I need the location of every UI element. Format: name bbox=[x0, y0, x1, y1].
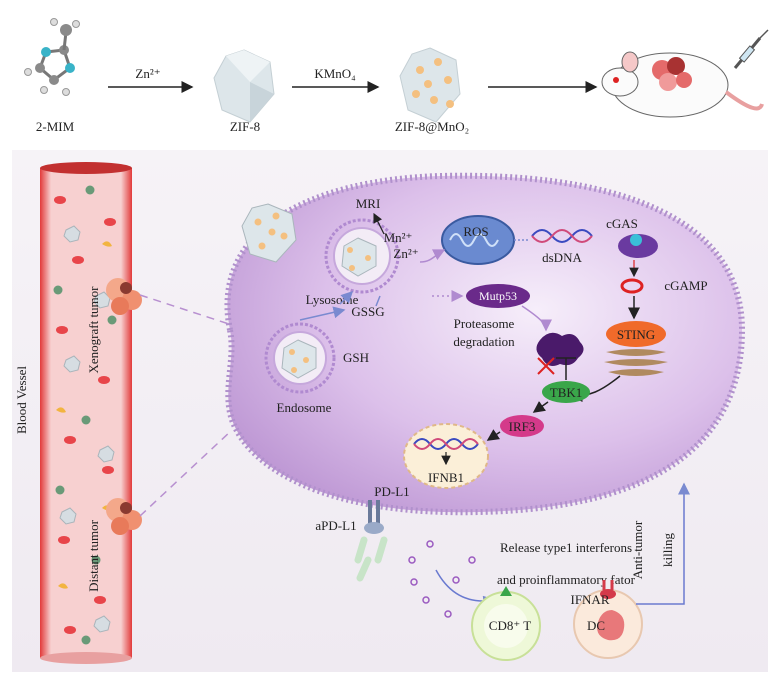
endosome bbox=[264, 322, 336, 394]
zif-8-crystal bbox=[213, 49, 275, 123]
label-proteasome: Proteasome bbox=[454, 316, 515, 331]
zoom-line-top bbox=[139, 294, 233, 326]
tbk1-protein bbox=[542, 381, 590, 403]
apd-l1-antibody bbox=[354, 536, 388, 582]
arrow-gssg-lysosome bbox=[375, 295, 381, 307]
distant-tumor-cluster bbox=[106, 498, 142, 535]
2-mim-molecule bbox=[24, 18, 80, 96]
cgamp-molecule bbox=[620, 278, 644, 294]
mouse-illustration bbox=[601, 29, 769, 118]
zif-8-mno2-entering bbox=[241, 203, 297, 263]
mutp53-protein bbox=[466, 284, 530, 308]
reagent-zn: Zn²⁺ bbox=[135, 66, 160, 81]
label-mutp53: Mutp53 bbox=[479, 289, 517, 303]
arrow-to-lysosome bbox=[339, 290, 354, 305]
label-endosome: Endosome bbox=[277, 400, 332, 415]
synthesis-row: 2-MIM Zn²⁺ ZIF-8 KMnO₄ ZIF-8@MnO₂ bbox=[24, 18, 769, 134]
label-mn2: Mn²⁺ bbox=[384, 230, 413, 245]
label-sting: STING bbox=[617, 327, 655, 342]
cgas-protein bbox=[618, 234, 658, 258]
xenograft-tumor-cluster bbox=[106, 278, 142, 315]
dsdna-helix bbox=[531, 229, 593, 243]
arrow-mutp53-proteasome bbox=[521, 305, 552, 332]
label-dsdna: dsDNA bbox=[542, 250, 582, 265]
label-zif-8: ZIF-8 bbox=[230, 119, 260, 134]
label-killing: killing bbox=[660, 533, 675, 567]
label-ros: ROS bbox=[463, 224, 488, 239]
sting-complex bbox=[604, 321, 668, 376]
label-gsh: GSH bbox=[343, 350, 369, 365]
label-blood-vessel: Blood Vessel bbox=[14, 366, 29, 434]
arrow-endosome-gssg bbox=[299, 306, 346, 321]
label-degradation: degradation bbox=[453, 334, 515, 349]
zif-8-mno2-crystal bbox=[399, 47, 461, 123]
label-tbk1: TBK1 bbox=[550, 385, 583, 400]
label-dc: DC bbox=[587, 618, 605, 633]
irf3-protein bbox=[500, 415, 544, 437]
arrow-irf3-nucleus bbox=[486, 429, 501, 441]
label-ifnar: IFNAR bbox=[570, 592, 609, 607]
zoom-line-bottom bbox=[139, 429, 233, 517]
label-xenograft-tumor: Xenograft tumor bbox=[86, 286, 101, 374]
label-cd8-t: CD8⁺ T bbox=[489, 618, 531, 633]
lysosome bbox=[324, 218, 400, 294]
label-ifnb1: IFNB1 bbox=[428, 470, 464, 485]
label-cgamp: cGAMP bbox=[664, 278, 707, 293]
pd-l1-receptor bbox=[364, 500, 384, 534]
label-pd-l1: PD-L1 bbox=[374, 484, 409, 499]
label-mri: MRI bbox=[356, 196, 381, 211]
blood-vessel: Xenograft tumor Distant tumor bbox=[40, 162, 142, 664]
label-release-1: Release type1 interferons bbox=[500, 540, 632, 555]
dc-cell bbox=[573, 580, 643, 659]
arrow-tbk1-irf3 bbox=[532, 401, 549, 413]
reagent-kmno4: KMnO₄ bbox=[314, 66, 356, 81]
arrow-anti-tumor bbox=[636, 482, 690, 605]
label-apd-l1: aPD-L1 bbox=[315, 518, 356, 533]
label-anti-tumor: Anti-tumor bbox=[630, 520, 645, 579]
nucleus bbox=[403, 423, 489, 489]
label-cgas: cGAS bbox=[606, 216, 638, 231]
label-release-2: and proinflammatory fator bbox=[497, 572, 636, 587]
label-irf3: IRF3 bbox=[509, 419, 536, 434]
label-distant-tumor: Distant tumor bbox=[86, 519, 101, 592]
cd8-t-cell bbox=[471, 586, 541, 661]
label-gssg: GSSG bbox=[351, 304, 384, 319]
label-2-mim: 2-MIM bbox=[36, 119, 75, 134]
arrow-to-ros bbox=[419, 249, 446, 263]
label-zn2: Zn²⁺ bbox=[393, 246, 418, 261]
arrow-mri bbox=[373, 212, 385, 235]
inhibition-cross bbox=[537, 357, 555, 375]
released-cytokine-dots bbox=[408, 540, 476, 618]
label-zif-8-mno2: ZIF-8@MnO₂ bbox=[395, 119, 469, 134]
